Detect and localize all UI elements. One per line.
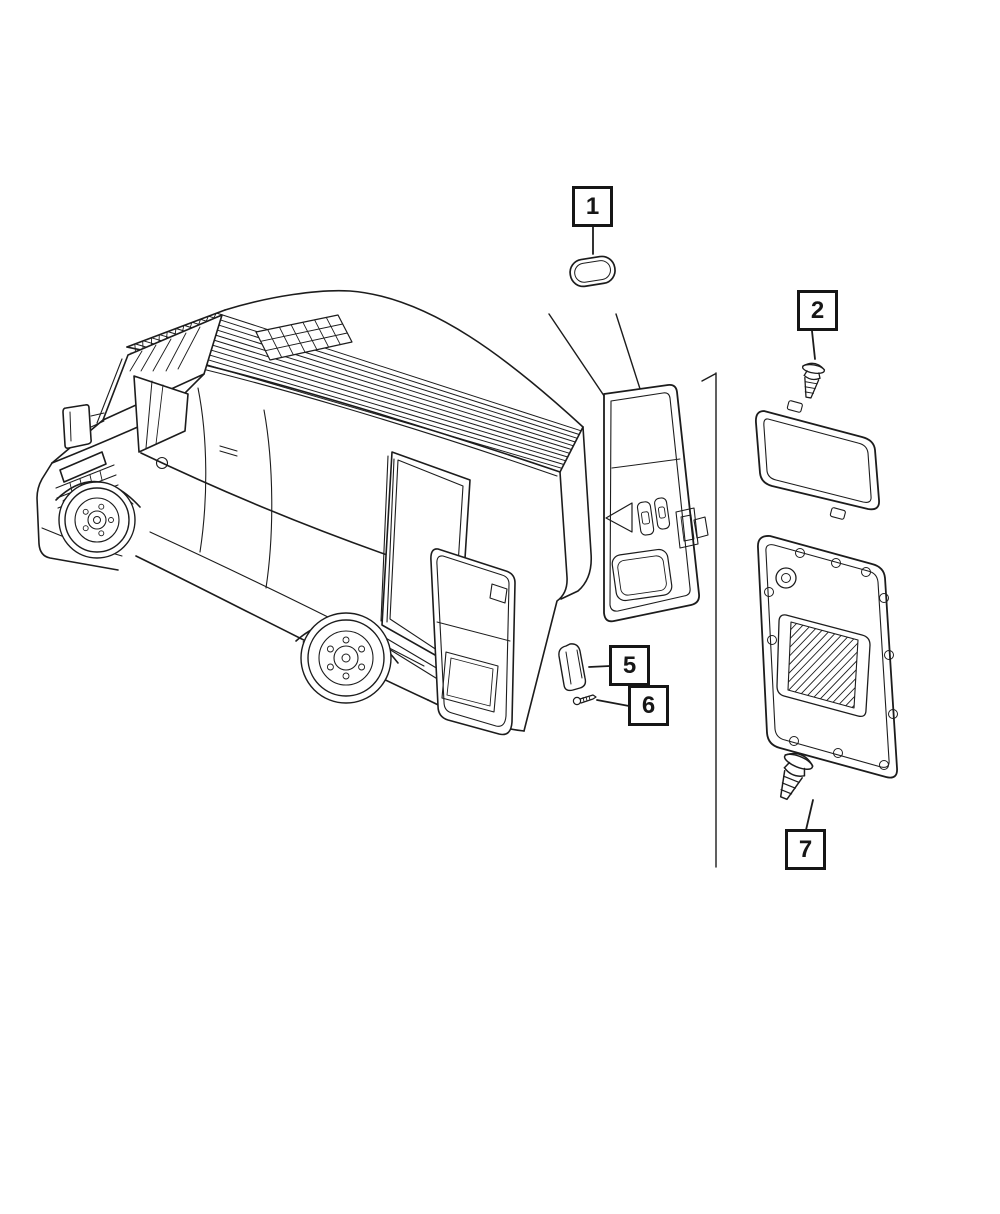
part-hole-plug xyxy=(569,255,616,288)
part-push-pin-upper xyxy=(801,362,826,399)
lower-trim-panel xyxy=(757,535,898,779)
callout-7-label: 7 xyxy=(798,835,813,863)
part-push-pin-lower xyxy=(779,752,814,801)
screw-holes xyxy=(764,548,898,770)
switch-bezels xyxy=(636,497,671,536)
access-hole xyxy=(775,567,797,589)
callout-5: 5 xyxy=(609,645,650,686)
leader-line-6 xyxy=(596,699,630,707)
callout-1-label: 1 xyxy=(585,192,600,220)
badge xyxy=(155,456,169,470)
callout-2: 2 xyxy=(797,290,838,331)
callout-6: 6 xyxy=(628,685,669,726)
van-illustration xyxy=(36,289,593,736)
reference-line xyxy=(701,372,717,868)
door-window xyxy=(133,375,189,453)
panel-tab xyxy=(829,507,846,520)
roof-outline xyxy=(224,289,584,428)
part-grab-handle xyxy=(558,643,587,692)
panel-tab xyxy=(786,400,803,413)
upper-trim-panel xyxy=(755,400,880,520)
map-pocket xyxy=(611,548,673,602)
leader-line-2 xyxy=(811,330,816,360)
headlight xyxy=(59,451,107,483)
door-handle xyxy=(219,445,238,457)
leader-line-5 xyxy=(588,665,611,668)
side-mirror xyxy=(62,404,105,449)
mesh-pocket xyxy=(776,614,871,718)
callout-6-label: 6 xyxy=(641,691,656,719)
door-latch-handle xyxy=(675,507,709,549)
callout-1: 1 xyxy=(572,186,613,227)
callout-5-label: 5 xyxy=(622,651,637,679)
callout-2-label: 2 xyxy=(810,296,825,324)
callout-7: 7 xyxy=(785,829,826,870)
open-door xyxy=(430,548,516,736)
rear-door-trim-panel xyxy=(603,383,709,623)
leader-line-7 xyxy=(805,799,814,831)
roof-ribs xyxy=(134,312,582,469)
cowl-vents xyxy=(134,312,217,353)
part-screw xyxy=(572,694,597,706)
door-pull-arrow xyxy=(605,502,633,533)
roof-vent-grid xyxy=(255,314,353,361)
front-wheel xyxy=(58,481,136,559)
rear-wheel xyxy=(300,612,392,704)
